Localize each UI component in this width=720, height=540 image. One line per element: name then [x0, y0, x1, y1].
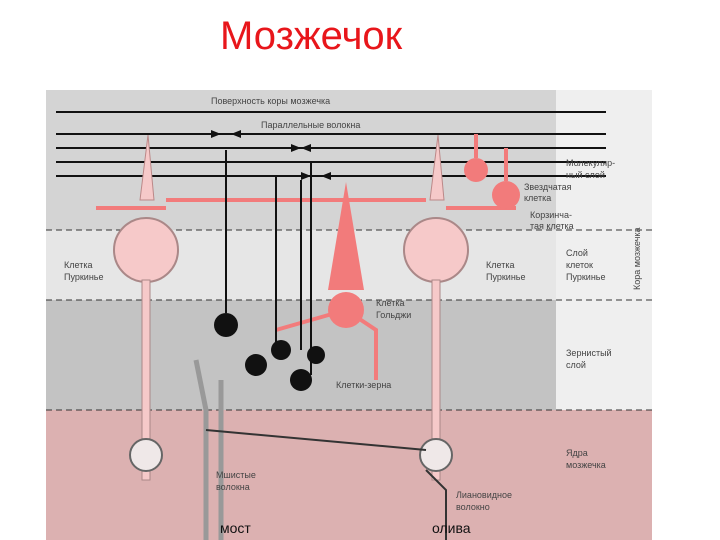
label-parallel-fibers: Параллельные волокна — [261, 120, 360, 130]
label-climbing-fiber-1: Лиановидное — [456, 490, 512, 500]
label-purkinje-layer-3: Пуркинье — [566, 272, 606, 282]
label-purkinje-cell-right-2: Пуркинье — [486, 272, 526, 282]
label-purkinje-layer-1: Слой — [566, 248, 588, 258]
label-climbing-fiber-2: волокно — [456, 502, 490, 512]
label-stellate-cell-2: клетка — [524, 193, 551, 203]
label-mossy-fibers-1: Мшистые — [216, 470, 256, 480]
label-purkinje-cell-left-1: Клетка — [64, 260, 92, 270]
label-molecular-layer-1: Молекуляр- — [566, 158, 615, 168]
label-pons: мост — [220, 520, 251, 536]
label-purkinje-cell-left-2: Пуркинье — [64, 272, 104, 282]
label-cortex: Кора мозжечка — [632, 227, 642, 290]
cerebellum-diagram: Кора мозжечка Поверхность коры мозжечка … — [46, 90, 652, 540]
label-surface: Поверхность коры мозжечка — [211, 96, 330, 106]
label-nuclei-1: Ядра — [566, 448, 588, 458]
label-purkinje-layer-2: клеток — [566, 260, 593, 270]
nuclei-layer-bg — [46, 410, 652, 540]
label-basket-cell-1: Корзинча- — [530, 210, 572, 220]
label-purkinje-cell-right-1: Клетка — [486, 260, 514, 270]
label-nuclei-2: мозжечка — [566, 460, 606, 470]
label-granular-layer-2: слой — [566, 360, 586, 370]
label-stellate-cell-1: Звездчатая — [524, 182, 572, 192]
label-granule-cells: Клетки-зерна — [336, 380, 391, 390]
label-olive: олива — [432, 520, 471, 536]
label-golgi-cell-2: Гольджи — [376, 310, 411, 320]
label-basket-cell-2: тая клетка — [530, 221, 574, 231]
label-mossy-fibers-2: волокна — [216, 482, 250, 492]
label-granular-layer-1: Зернистый — [566, 348, 612, 358]
page-title: Мозжечок — [220, 14, 440, 59]
label-molecular-layer-2: ный слой — [566, 170, 605, 180]
label-golgi-cell-1: Клетка — [376, 298, 404, 308]
